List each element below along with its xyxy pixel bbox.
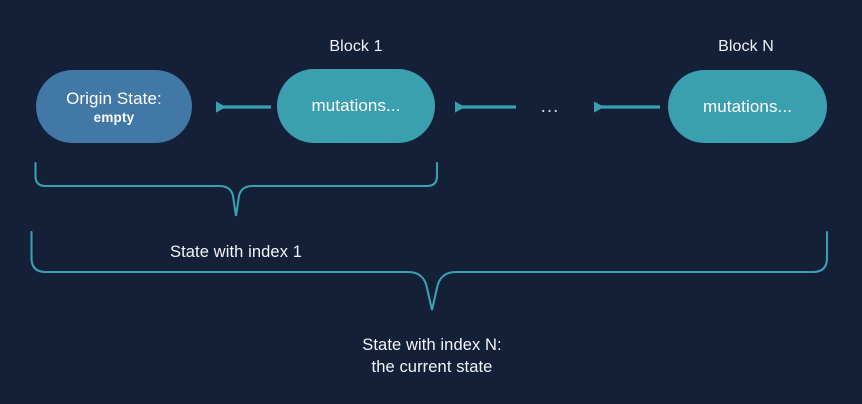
state-index-1-label: State with index 1 bbox=[169, 243, 303, 261]
block-1-mutations-label: mutations... bbox=[311, 96, 401, 115]
chain-ellipsis: ... bbox=[540, 96, 560, 117]
origin-state-title: Origin State: bbox=[66, 88, 162, 108]
state-index-n-label: State with index N: the current state bbox=[362, 336, 502, 376]
block-n-node: mutations... bbox=[668, 70, 827, 143]
block-1-node: mutations... bbox=[277, 69, 435, 143]
block-n-caption: Block N bbox=[718, 38, 774, 55]
block-1-caption: Block 1 bbox=[329, 38, 383, 55]
origin-state-subtitle: empty bbox=[93, 109, 135, 125]
block-n-mutations-label: mutations... bbox=[702, 96, 793, 116]
origin-state-node: Origin State: empty bbox=[36, 70, 192, 143]
brace-state-index-1 bbox=[34, 161, 439, 217]
